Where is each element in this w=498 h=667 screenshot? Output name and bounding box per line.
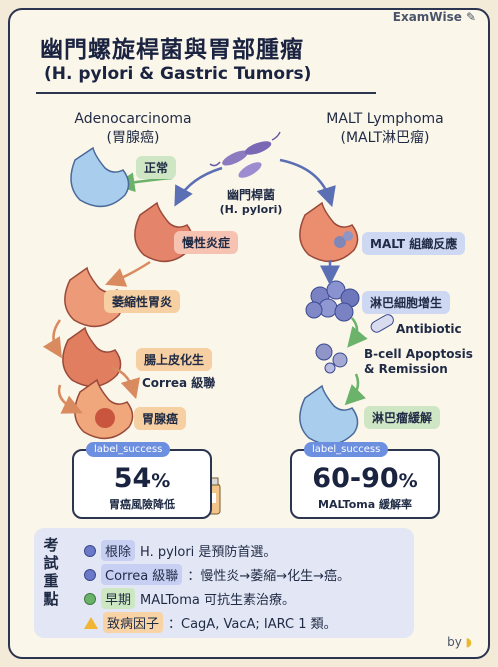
step-antibiotic: Antibiotic [396, 322, 462, 336]
banana-icon: ◗ [465, 635, 472, 649]
page-title: 幽門螺旋桿菌與胃部腫瘤 [40, 37, 304, 63]
step-normal: 正常 [136, 156, 177, 179]
footer-by: by ◗ [447, 635, 472, 649]
stomach-malt-icon [299, 201, 359, 263]
exam-row-2-highlight: Correa 級聯 [101, 564, 183, 585]
center-label-en: (H. pylori) [219, 203, 283, 216]
right-stat-label: label_success [304, 442, 389, 457]
step-adenocarcinoma: 胃腺癌 [134, 407, 187, 430]
pill-icon [370, 314, 394, 333]
right-stat-desc: MALToma 緩解率 [318, 498, 412, 511]
stomach-normal-icon [70, 146, 130, 208]
step-lymphocyte-proliferation: 淋巴細胞增生 [362, 291, 451, 314]
exam-row-4: 致病因子 ：CagA, VacA; IARC 1 類。 [84, 612, 337, 633]
exam-row-1: 根除 H. pylori 是預防首選。 [84, 540, 276, 561]
exam-row-1-highlight: 根除 [101, 540, 136, 561]
center-label: 幽門桿菌 (H. pylori) [216, 186, 286, 216]
left-column-header: Adenocarcinoma (胃腺癌) [48, 110, 218, 148]
pencil-icon: ✎ [465, 10, 476, 24]
brand-name: ExamWise [392, 10, 462, 24]
bullet-icon [84, 568, 96, 581]
step-intestinal-metaplasia: 腸上皮化生 [136, 348, 213, 371]
lymphocyte-cluster-icon [305, 280, 360, 322]
page-subtitle: (H. pylori & Gastric Tumors) [44, 64, 312, 84]
step-correa-cascade: Correa 級聯 [142, 376, 216, 390]
stomach-metaplasia-icon [62, 326, 122, 388]
exam-row-4-highlight: 致病因子 [103, 612, 164, 633]
left-column-title: Adenocarcinoma [74, 111, 192, 127]
bacteria-icon [209, 131, 281, 178]
step-malt-reaction: MALT 組織反應 [362, 232, 466, 255]
right-column-subtitle: (MALT淋巴瘤) [340, 130, 430, 146]
right-stat-box: label_success 60-90% MALToma 緩解率 [290, 442, 440, 519]
exam-row-1-text: H. pylori 是預防首選。 [140, 545, 277, 560]
bullet-icon [84, 592, 96, 605]
exam-row-2: Correa 級聯 ：慢性炎→萎縮→化生→癌。 [84, 564, 350, 585]
exam-row-4-text: ：CagA, VacA; IARC 1 類。 [168, 617, 337, 632]
right-column-header: MALT Lymphoma (MALT淋巴瘤) [300, 110, 470, 148]
exam-key-points: 考試重點 根除 H. pylori 是預防首選。 Correa 級聯 ：慢性炎→… [34, 528, 414, 638]
right-column-title: MALT Lymphoma [326, 111, 444, 127]
exam-row-3: 早期 MALToma 可抗生素治療。 [84, 588, 295, 609]
left-stat-desc: 胃癌風險降低 [109, 498, 175, 511]
left-column-subtitle: (胃腺癌) [106, 130, 160, 146]
stomach-remission-icon [299, 384, 359, 446]
title-underline [36, 92, 376, 94]
exam-row-2-text: ：慢性炎→萎縮→化生→癌。 [187, 569, 350, 584]
left-stat-label: label_success [86, 442, 171, 457]
center-label-zh: 幽門桿菌 [226, 188, 275, 202]
stomach-cancer-icon [74, 378, 134, 440]
step-lymphoma-remission: 淋巴瘤緩解 [364, 406, 441, 429]
exam-side-label: 考試重點 [43, 536, 59, 608]
left-stat-value: 54% [113, 463, 171, 494]
step-remission: & Remission [364, 362, 448, 376]
exam-row-3-text: MALToma 可抗生素治療。 [140, 593, 296, 608]
exam-row-3-highlight: 早期 [101, 588, 136, 609]
warning-icon [84, 616, 98, 629]
right-stat-value: 60-90% [312, 463, 418, 494]
left-stat-box: label_success 54% 胃癌風險降低 [72, 442, 212, 519]
step-atrophic-gastritis: 萎縮性胃炎 [104, 290, 181, 313]
brand-logo: ExamWise ✎ [393, 10, 476, 24]
step-chronic-inflammation: 慢性炎症 [174, 231, 239, 254]
apoptosis-cells-icon [315, 343, 348, 374]
step-bcell-apoptosis: B-cell Apoptosis [364, 347, 473, 361]
bullet-icon [84, 544, 96, 557]
